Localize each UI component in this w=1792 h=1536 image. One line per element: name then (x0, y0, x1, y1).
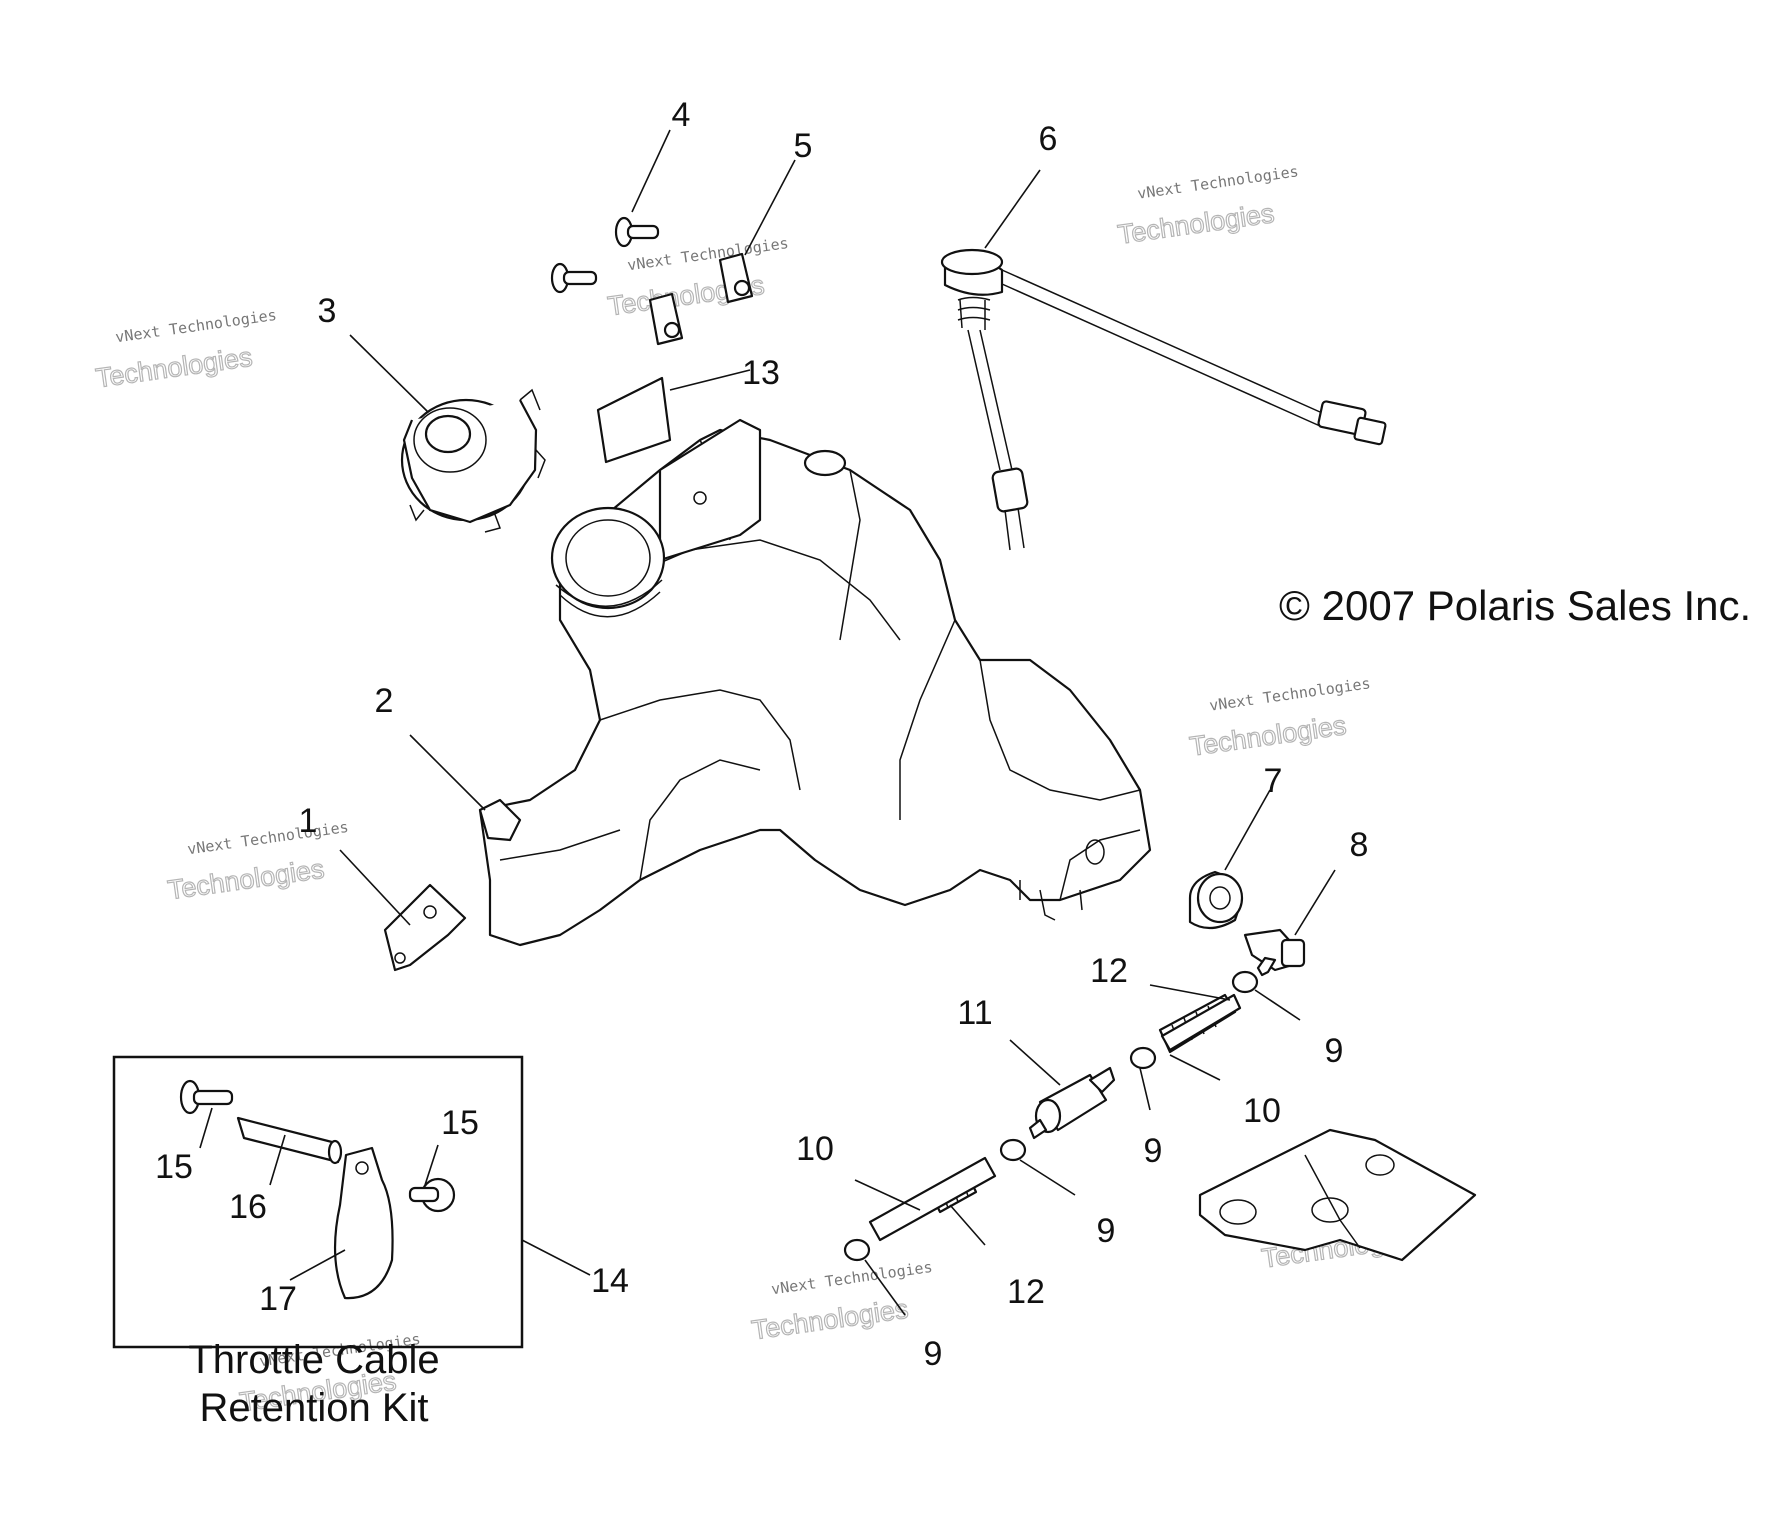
part-6-fuel-sender (940, 248, 1387, 551)
callout-12: 12 (1090, 952, 1128, 990)
bracket-lower-right (1198, 1128, 1477, 1262)
watermark-line2: Technologies (1188, 710, 1348, 762)
part-8-elbow-fitting (1243, 928, 1306, 977)
part-13-decal (596, 376, 672, 464)
watermark-line2: Technologies (166, 854, 326, 906)
part-7-grommet (1188, 870, 1244, 930)
watermark-line2: Technologies (1116, 198, 1276, 250)
callout-9: 9 (924, 1335, 943, 1373)
part-10-hose (868, 993, 1242, 1242)
part-3-fuel-cap (400, 388, 546, 533)
callout-9: 9 (1097, 1212, 1116, 1250)
watermark-line1: vNext Technologies (186, 818, 349, 858)
part-11-filter (1028, 1066, 1116, 1140)
watermark: vNext Technologies Technologies (1187, 674, 1371, 762)
part-1-clip (383, 883, 467, 972)
callout-16: 16 (229, 1188, 267, 1226)
part-4-screws (550, 216, 660, 294)
callout-6: 6 (1039, 120, 1058, 158)
callout-9: 9 (1325, 1032, 1344, 1070)
part-5-nuts (648, 252, 754, 346)
callout-1: 1 (299, 802, 318, 840)
callout-4: 4 (672, 96, 691, 134)
callout-13: 13 (742, 354, 780, 392)
callout-7: 7 (1264, 762, 1283, 800)
watermark-line1: vNext Technologies (1208, 674, 1371, 714)
kit-caption-line2: Retention Kit (199, 1386, 428, 1430)
callout-10: 10 (1243, 1092, 1281, 1130)
watermark-line1: vNext Technologies (626, 234, 789, 274)
callout-12: 12 (1007, 1273, 1045, 1311)
callout-2: 2 (375, 682, 394, 720)
watermark-line1: vNext Technologies (1136, 162, 1299, 202)
kit-caption-line1: Throttle Cable (188, 1338, 439, 1382)
copyright-text: © 2007 Polaris Sales Inc. (1279, 582, 1751, 629)
callouts: 1 2 3 4 5 6 7 8 9 9 9 9 10 10 11 12 12 1… (155, 96, 1368, 1373)
watermark-line1: vNext Technologies (114, 306, 277, 346)
callout-9: 9 (1144, 1132, 1163, 1170)
watermark: vNext Technologies Technologies (165, 818, 349, 906)
callout-3: 3 (318, 292, 337, 330)
watermark: vNext Technologies Technologies (605, 234, 789, 322)
callout-10: 10 (796, 1130, 834, 1168)
callout-15: 15 (441, 1104, 479, 1142)
callout-14: 14 (591, 1262, 629, 1300)
watermark-line2: Technologies (750, 1294, 910, 1346)
callout-5: 5 (794, 127, 813, 165)
watermark: vNext Technologies Technologies (1115, 162, 1299, 250)
watermark-line2: Technologies (94, 342, 254, 394)
watermark-line1: vNext Technologies (770, 1258, 933, 1298)
callout-8: 8 (1350, 826, 1369, 864)
kit-box (112, 1055, 524, 1349)
watermark: vNext Technologies Technologies (749, 1258, 933, 1346)
callout-11: 11 (957, 994, 992, 1032)
leader-lines (199, 129, 1336, 1316)
watermark: vNext Technologies Technologies (93, 306, 277, 394)
callout-17: 17 (259, 1280, 297, 1318)
part-9-clamp (843, 970, 1259, 1262)
callout-15: 15 (155, 1148, 193, 1186)
fuel-tank (478, 418, 1152, 947)
